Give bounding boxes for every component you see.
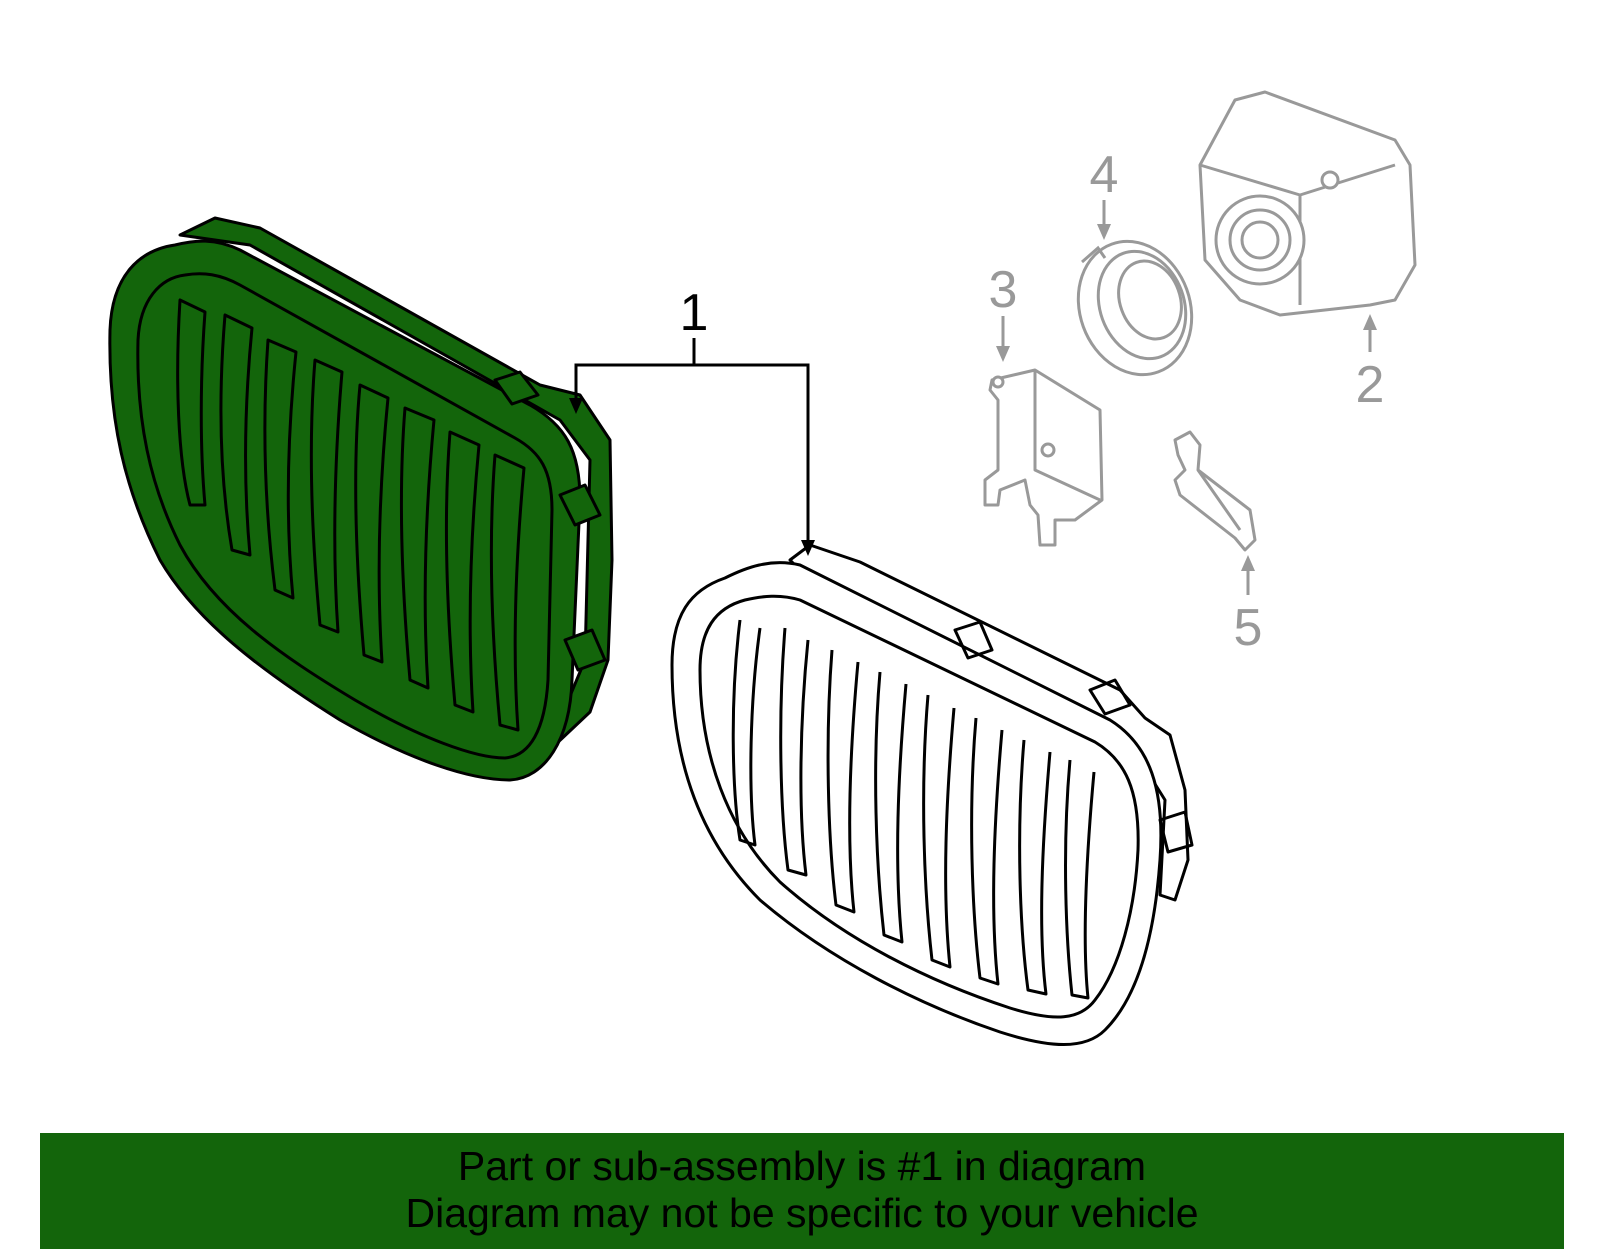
grille-right-outer-surround [670, 561, 1163, 1046]
grille-right-inner-surround [698, 594, 1140, 1019]
grille-left-highlighted[interactable] [108, 216, 614, 782]
grille-left-clip [558, 483, 602, 527]
parts-diagram: 1 2 3 4 5 [108, 90, 1417, 1046]
callout-5: 5 [1234, 599, 1263, 657]
callout-2: 2 [1356, 356, 1385, 414]
grille-right-clip [1088, 678, 1132, 716]
grille-right-clip [1158, 810, 1194, 854]
info-banner: Part or sub-assembly is #1 in diagram Di… [40, 1133, 1564, 1249]
grille-left-clip [493, 370, 540, 406]
arrowhead-5 [1241, 555, 1255, 571]
callout-1: 1 [680, 284, 709, 342]
camera-module [1198, 90, 1417, 317]
banner-line-1: Part or sub-assembly is #1 in diagram [457, 1143, 1147, 1189]
callout-3: 3 [989, 261, 1018, 319]
grille-right-bars [731, 619, 1096, 1000]
grille-left-clip [563, 628, 607, 672]
leader-1 [574, 338, 810, 545]
bracket [983, 368, 1104, 547]
ring-gasket [1076, 239, 1194, 377]
banner-line-2: Diagram may not be specific to your vehi… [405, 1190, 1199, 1236]
grille-left-inner-surround [136, 272, 554, 760]
callout-4: 4 [1090, 146, 1119, 204]
arrowhead-1b [801, 540, 815, 556]
arrowhead-2 [1363, 314, 1377, 330]
small-clip [1173, 430, 1257, 552]
grille-right-outline[interactable] [670, 543, 1194, 1046]
arrowhead-4 [1097, 224, 1111, 240]
arrowhead-1a [569, 398, 583, 414]
arrowhead-3 [996, 346, 1010, 362]
grille-right-clip [953, 620, 994, 660]
grille-left-bars [176, 298, 526, 732]
